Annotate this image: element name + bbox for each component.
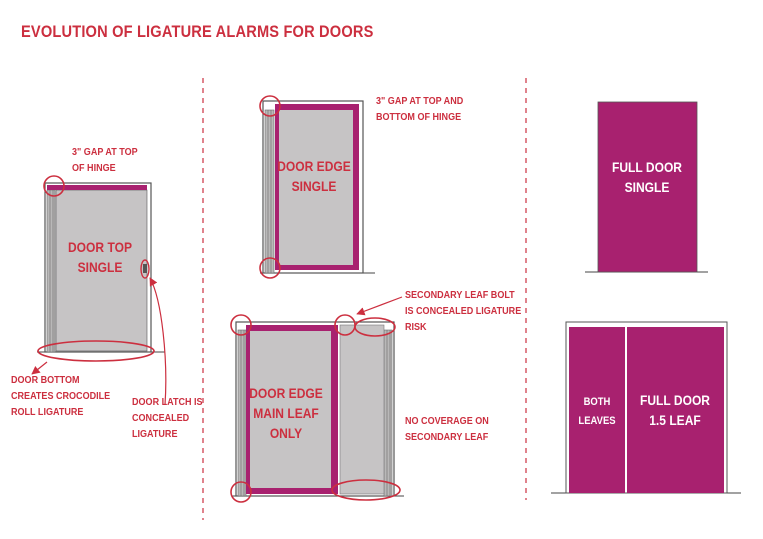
- label-line: DOOR EDGE: [277, 158, 351, 174]
- annotation-no-coverage: NO COVERAGE ON SECONDARY LEAF: [405, 413, 489, 445]
- annotation-line: CREATES CROCODILE: [11, 390, 111, 402]
- annotation-line: 3" GAP AT TOP AND: [376, 95, 464, 107]
- label-line: DOOR EDGE: [249, 385, 323, 401]
- door-edge-single-label: DOOR EDGE SINGLE: [271, 156, 357, 196]
- annotation-line: OF HINGE: [72, 162, 116, 174]
- annotation-line: DOOR LATCH IS: [132, 396, 203, 408]
- annotation-line: RISK: [405, 321, 427, 333]
- label-line: SINGLE: [77, 259, 123, 275]
- annotation-line: DOOR BOTTOM: [11, 374, 80, 386]
- annotation-line: 3" GAP AT TOP: [72, 146, 138, 158]
- door-top-single-drawing: [31, 175, 167, 406]
- annotation-line: NO COVERAGE ON: [405, 415, 489, 427]
- annotation-line: ROLL LIGATURE: [11, 406, 84, 418]
- label-line: MAIN LEAF: [253, 405, 319, 421]
- label-line: SINGLE: [624, 179, 670, 195]
- label-line: SINGLE: [291, 178, 337, 194]
- full-door-single-drawing: [585, 101, 708, 273]
- annotation-line: CONCEALED: [132, 412, 190, 424]
- door-edge-main-leaf-label: DOOR EDGE MAIN LEAF ONLY: [243, 383, 329, 443]
- label-line: 1.5 LEAF: [649, 412, 701, 428]
- annotation-line: IS CONCEALED LIGATURE: [405, 305, 522, 317]
- annotation-secondary-leaf-bolt: SECONDARY LEAF BOLT IS CONCEALED LIGATUR…: [405, 287, 521, 335]
- label-line: BOTH: [583, 396, 611, 408]
- annotation-line: LIGATURE: [132, 428, 178, 440]
- annotation-line: SECONDARY LEAF: [405, 431, 489, 443]
- page-title: EVOLUTION OF LIGATURE ALARMS FOR DOORS: [21, 22, 374, 41]
- annotation-line: BOTTOM OF HINGE: [376, 111, 462, 123]
- label-line: FULL DOOR: [611, 159, 683, 175]
- annotation-line: SECONDARY LEAF BOLT: [405, 289, 515, 301]
- door-edge-main-leaf-drawing: [230, 296, 404, 503]
- both-leaves-label: BOTH LEAVES: [572, 393, 622, 431]
- annotation-gap-top-bottom-hinge: 3" GAP AT TOP AND BOTTOM OF HINGE: [376, 93, 463, 125]
- full-door-1-5-leaf-label: FULL DOOR 1.5 LEAF: [633, 390, 717, 430]
- label-line: DOOR TOP: [67, 239, 132, 255]
- full-door-single-label: FULL DOOR SINGLE: [604, 157, 690, 197]
- door-top-single-label: DOOR TOP SINGLE: [57, 237, 143, 277]
- annotation-door-bottom: DOOR BOTTOM CREATES CROCODILE ROLL LIGAT…: [11, 372, 110, 420]
- label-line: ONLY: [269, 425, 303, 441]
- annotation-gap-top-of-hinge: 3" GAP AT TOP OF HINGE: [72, 144, 138, 176]
- door-edge-single-drawing: [259, 95, 375, 279]
- annotation-door-latch: DOOR LATCH IS CONCEALED LIGATURE: [132, 394, 203, 442]
- label-line: LEAVES: [578, 415, 616, 427]
- label-line: FULL DOOR: [639, 392, 711, 408]
- full-door-1-5-leaf-drawing: [551, 321, 741, 494]
